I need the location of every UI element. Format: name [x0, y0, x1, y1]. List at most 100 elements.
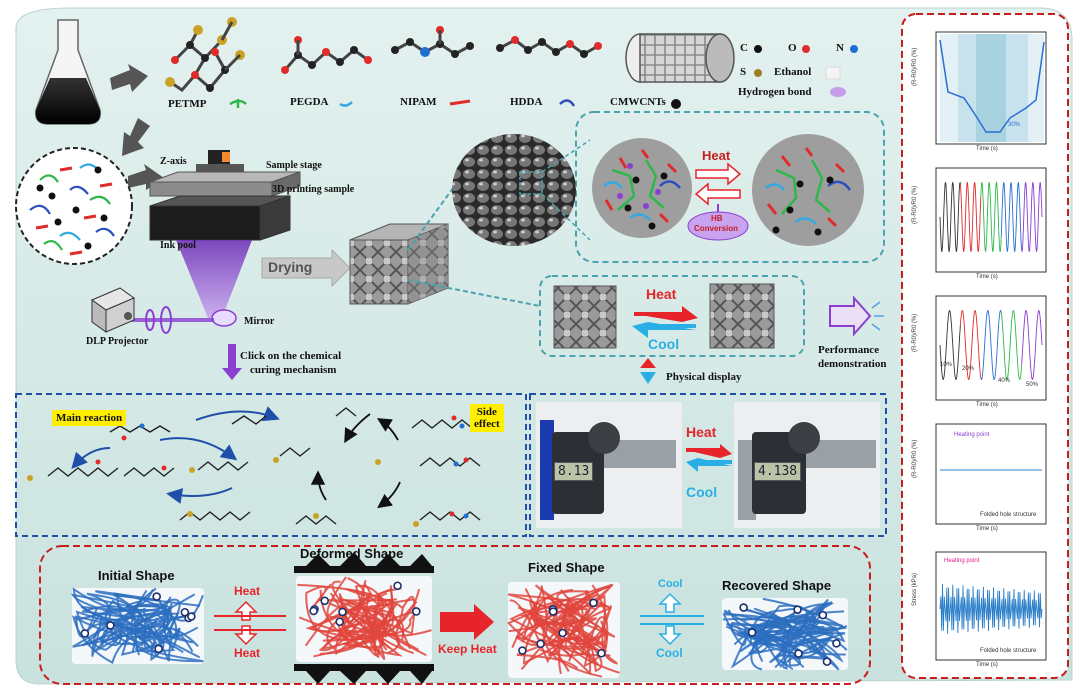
- keep-heat-arrow: [440, 604, 494, 640]
- performance-arrow: [829, 295, 872, 337]
- shape-cool-arrows: [640, 592, 704, 646]
- chart2-trace: [939, 181, 1043, 253]
- shape-heat-top: Heat: [234, 584, 261, 598]
- chart2-ylabel: (R-R0)/R0 (%): [912, 185, 918, 224]
- initial-shape-label: Initial Shape: [98, 568, 175, 583]
- micro-heat-label: Heat: [702, 148, 731, 163]
- hb-label-line2: Conversion: [694, 224, 739, 233]
- legend-n: N: [836, 42, 844, 54]
- hb-conversion-badge: [687, 211, 749, 241]
- hdda-glyph: [559, 99, 576, 107]
- ink-mixture-circle: [15, 147, 133, 265]
- projector: [90, 287, 136, 333]
- ink-flask: [35, 19, 101, 125]
- mechanism-panel: [15, 393, 527, 537]
- chart3-a3: 40%: [998, 378, 1011, 384]
- pegda-glyph: [339, 101, 353, 107]
- nipam-molecule: [391, 26, 474, 58]
- label-nipam: NIPAM: [400, 96, 437, 108]
- deformed-plates: [294, 552, 434, 684]
- label-projector: DLP Projector: [86, 336, 149, 347]
- chart1-xlabel: Time (s): [976, 146, 998, 152]
- chart4-legend: Folded hole structure: [980, 512, 1037, 518]
- caliper-panel: [529, 393, 887, 537]
- label-printing-sample: 3D printing sample: [272, 184, 355, 195]
- network-hot: [752, 134, 864, 246]
- caliper-cool-label: Cool: [686, 484, 718, 500]
- shape-cool-bottom: Cool: [656, 646, 683, 660]
- shape-memory-panel: [39, 545, 871, 685]
- deformed-shape-label: Deformed Shape: [300, 546, 404, 561]
- chart-1: [935, 31, 1047, 145]
- chart5-ylabel: Stress (kPa): [912, 572, 918, 606]
- legend-s: S: [740, 66, 747, 78]
- recovered-shape-label: Recovered Shape: [722, 578, 832, 593]
- keep-heat-label: Keep Heat: [438, 642, 497, 656]
- chart3-a2: 20%: [962, 366, 975, 372]
- label-ink-pool: Ink pool: [160, 240, 196, 251]
- performance-line1: Performance: [818, 344, 880, 356]
- petmp-molecule: [165, 17, 245, 92]
- dlp-printer: [149, 150, 301, 241]
- caliper-heat-label: Heat: [686, 424, 717, 440]
- heat-cool-arrows-micro: [694, 162, 742, 214]
- shape-heat-bottom: Heat: [234, 646, 261, 660]
- label-z-axis: Z-axis: [160, 156, 187, 167]
- initial-network: [71, 587, 204, 664]
- chart-4: [935, 423, 1047, 525]
- drying-arrow: [261, 248, 351, 288]
- label-pegda: PEGDA: [290, 96, 329, 108]
- micro-panel: [575, 111, 885, 263]
- label-petmp: PETMP: [168, 98, 207, 110]
- lattice-cool-label: Cool: [648, 336, 680, 352]
- label-click-line1: Click on the chemical: [240, 350, 342, 362]
- label-drying: Drying: [268, 259, 313, 275]
- chart4-xlabel: Time (s): [976, 526, 998, 532]
- hdda-molecule: [496, 36, 602, 58]
- lattice-panel: [539, 275, 805, 357]
- chart3-a1: 10%: [940, 362, 953, 368]
- fixed-shape-label: Fixed Shape: [528, 560, 605, 575]
- label-mirror: Mirror: [244, 316, 275, 327]
- micro-beads: [452, 134, 576, 246]
- label-hdda: HDDA: [510, 96, 543, 108]
- shape-heat-arrows: [214, 600, 286, 646]
- label-click-line2: curing mechanism: [250, 364, 337, 376]
- mirror: [211, 309, 237, 327]
- hb-label-line1: HB: [711, 214, 723, 223]
- recovered-network: [722, 597, 848, 671]
- label-sample-stage: Sample stage: [266, 160, 322, 171]
- chart3-a4: 50%: [1026, 382, 1039, 388]
- uv-beam: [176, 240, 252, 318]
- chart5-annotation: Heating point: [944, 558, 980, 564]
- lattice-block: [349, 223, 449, 305]
- chart3-trace: [939, 310, 1043, 380]
- deformed-network: [296, 576, 432, 662]
- cmwcnt-glyph: [671, 99, 681, 109]
- physical-display-label: Physical display: [666, 371, 742, 383]
- main-reaction-tag: Main reaction: [52, 410, 127, 426]
- legend-ethanol: Ethanol: [774, 66, 812, 78]
- network-cold: [592, 138, 692, 238]
- chart4-ylabel: (R-R0)/R0 (%): [912, 439, 918, 478]
- chart1-ylabel: (R-R0)/R0 (%): [912, 47, 918, 86]
- label-cmwcnts: CMWCNTs: [610, 96, 666, 108]
- chart2-xlabel: Time (s): [976, 274, 998, 280]
- petmp-glyph: [229, 99, 247, 108]
- lattice-contracted: [709, 283, 775, 349]
- cmwcnt-tube: [625, 33, 735, 83]
- shape-cool-top: Cool: [658, 578, 683, 590]
- legend-o: O: [788, 42, 797, 54]
- chart5-trace: [939, 583, 1043, 634]
- chart3-xlabel: Time (s): [976, 402, 998, 408]
- fixed-network: [506, 582, 620, 678]
- nipam-glyph: [449, 99, 471, 106]
- legend-hydrogen-bond: Hydrogen bond: [738, 86, 812, 98]
- legend-c: C: [740, 42, 748, 54]
- chart1-annotation: 30%: [1008, 122, 1021, 128]
- lattice-expanded: [553, 285, 617, 349]
- chart3-ylabel: (R-R0)/R0 (%): [912, 313, 918, 352]
